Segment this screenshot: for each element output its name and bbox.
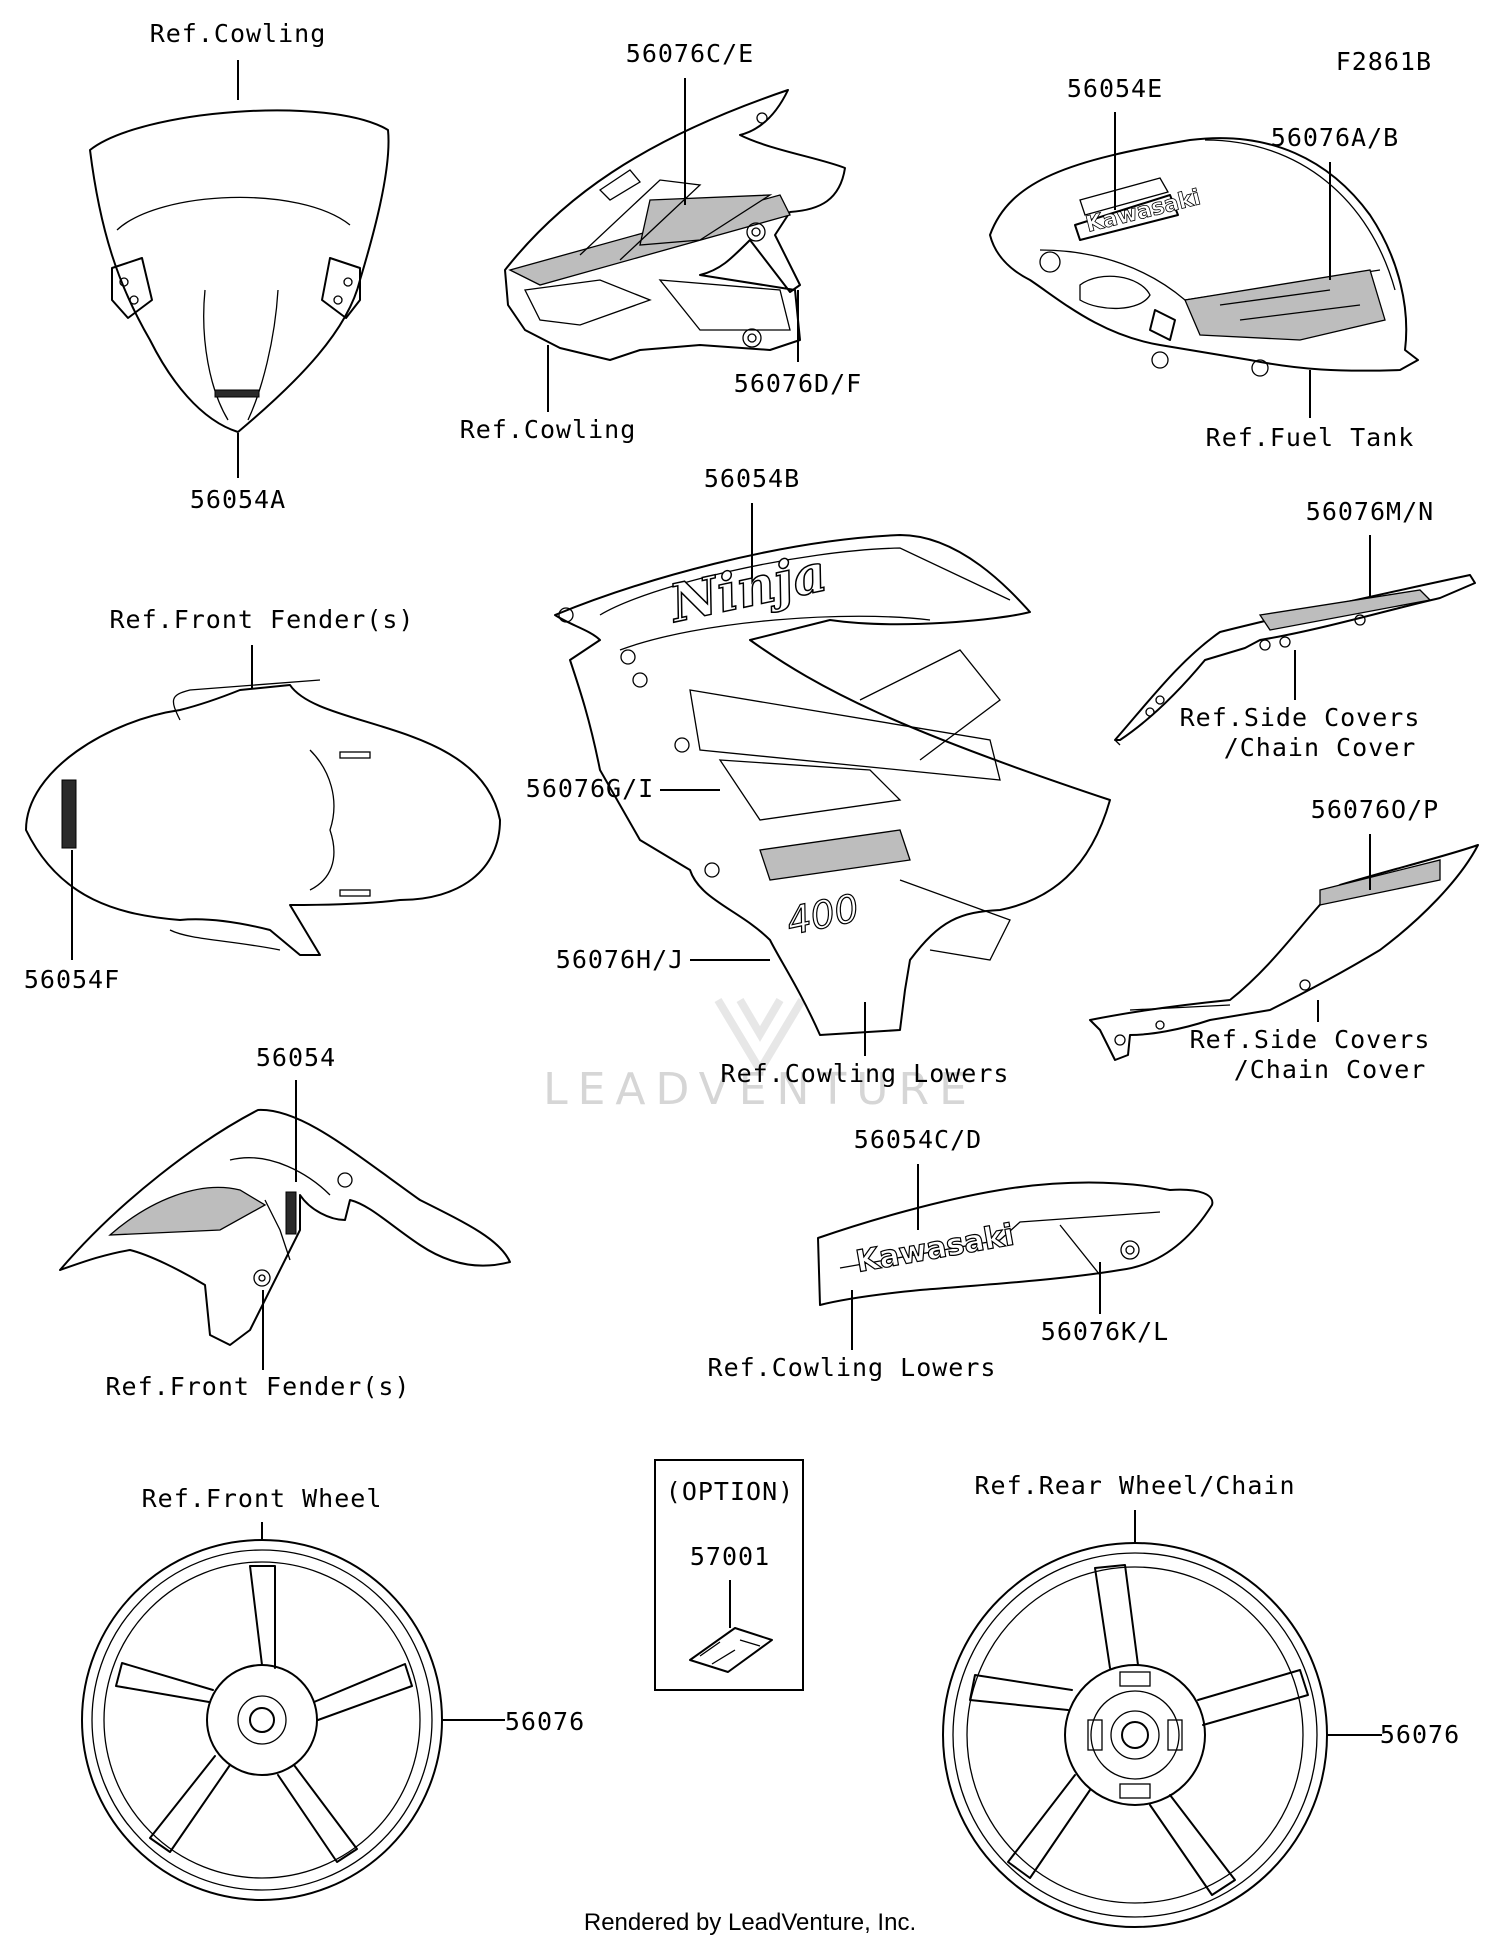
windshield-ref-label: Ref.Cowling	[150, 19, 327, 48]
upper-cowl[interactable]	[504, 89, 846, 361]
figure-code: F2861B	[1336, 47, 1432, 76]
fuel-tank[interactable]: Kawasaki	[989, 137, 1419, 377]
lower-cowl-decal-text: Kawasaki	[853, 1218, 1016, 1280]
front-wheel-ref-label: Ref.Front Wheel	[142, 1484, 383, 1513]
windshield[interactable]	[89, 109, 390, 433]
lower-cowl[interactable]: Kawasaki	[817, 1181, 1214, 1306]
side-cover-bottom-part-label[interactable]: 56076O/P	[1311, 795, 1439, 824]
rear-wheel[interactable]	[942, 1542, 1328, 1928]
upper-cowl-top-label[interactable]: 56076C/E	[626, 39, 754, 68]
front-fender2-part-label[interactable]: 56054	[256, 1043, 336, 1072]
fairing-part-low-label[interactable]: 56076H/J	[556, 945, 684, 974]
upper-cowl-ref-label: Ref.Cowling	[460, 415, 637, 444]
lower-cowl-part-top-label[interactable]: 56054C/D	[854, 1125, 982, 1154]
option-part-label[interactable]: 57001	[690, 1542, 770, 1571]
front-wheel[interactable]	[81, 1539, 443, 1901]
watermark-text: LEADVENTURE	[543, 1064, 977, 1115]
fender-ref-top-label: Ref.Front Fender(s)	[110, 605, 415, 634]
side-cover-top-ref1-label: Ref.Side Covers	[1180, 703, 1421, 732]
side-cover-bottom-ref2-label: /Chain Cover	[1234, 1055, 1427, 1084]
lower-cowl-ref-label: Ref.Cowling Lowers	[708, 1353, 997, 1382]
side-cover-bottom-ref1-label: Ref.Side Covers	[1190, 1025, 1431, 1054]
windshield-part-label[interactable]: 56054A	[190, 485, 286, 514]
front-fender-top[interactable]	[25, 679, 501, 956]
watermark-logo	[714, 997, 806, 1078]
rear-wheel-ref-label: Ref.Rear Wheel/Chain	[974, 1471, 1295, 1500]
front-wheel-part-label[interactable]: 56076	[505, 1707, 585, 1736]
side-cover-bottom[interactable]	[1089, 844, 1479, 1061]
front-fender-bottom[interactable]	[59, 1108, 511, 1346]
side-cover-top[interactable]	[1114, 574, 1476, 746]
lower-cowl-part-right-label[interactable]: 56076K/L	[1041, 1317, 1169, 1346]
option-part-icon[interactable]	[689, 1627, 773, 1673]
tank-part-a-label[interactable]: 56054E	[1067, 74, 1163, 103]
rear-wheel-part-label[interactable]: 56076	[1380, 1720, 1460, 1749]
model-decal-text: 400	[783, 886, 863, 944]
front-fender2-ref-label: Ref.Front Fender(s)	[106, 1372, 411, 1401]
option-title: (OPTION)	[666, 1477, 794, 1506]
fairing-ref-label: Ref.Cowling Lowers	[721, 1059, 1010, 1088]
tank-part-b-label[interactable]: 56076A/B	[1271, 123, 1399, 152]
upper-cowl-bottom-label[interactable]: 56076D/F	[734, 369, 862, 398]
footer-credit: Rendered by LeadVenture, Inc.	[584, 1909, 916, 1936]
fairing-part-mid-label[interactable]: 56076G/I	[526, 774, 654, 803]
fairing-part-top-label[interactable]: 56054B	[704, 464, 800, 493]
side-cover-top-part-label[interactable]: 56076M/N	[1306, 497, 1434, 526]
tank-ref-label: Ref.Fuel Tank	[1206, 423, 1415, 452]
tank-decal-text: Kawasaki	[1083, 185, 1203, 238]
side-cover-top-ref2-label: /Chain Cover	[1224, 733, 1417, 762]
fender-part-label[interactable]: 56054F	[24, 965, 120, 994]
option-box	[654, 1459, 804, 1691]
